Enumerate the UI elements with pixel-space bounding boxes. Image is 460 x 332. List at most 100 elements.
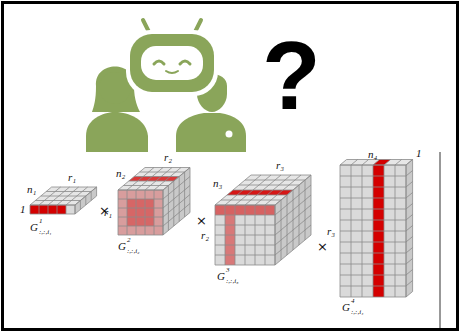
- grid-line: [145, 190, 146, 235]
- dimension-label: n₃: [213, 178, 222, 189]
- grid-line: [340, 165, 406, 166]
- grid-line: [129, 181, 174, 182]
- core-subscript: :,:,i₁: [39, 229, 52, 236]
- grid-line: [340, 209, 406, 210]
- grid-line: [215, 205, 275, 206]
- robot-face: [141, 46, 203, 80]
- core-highlight: [127, 199, 154, 226]
- grid-line: [41, 196, 86, 197]
- grid-line: [340, 160, 347, 166]
- grid-line: [406, 171, 413, 177]
- grid-line: [406, 259, 413, 265]
- grid-line: [118, 235, 163, 236]
- core-subscript: :,:,i₃: [226, 278, 239, 285]
- core-subscript: :,:,i₂: [127, 248, 140, 255]
- core-index: 3: [226, 267, 230, 274]
- core-symbol: G: [118, 241, 126, 252]
- grid-line: [406, 182, 413, 188]
- grid-line: [134, 176, 179, 177]
- core-side-face: [406, 160, 413, 298]
- grid-line: [215, 225, 275, 226]
- woman-body: [86, 112, 148, 152]
- question-mark: ?: [262, 28, 321, 124]
- grid-line: [118, 226, 163, 227]
- grid-line: [347, 159, 413, 160]
- grid-line: [239, 185, 299, 186]
- grid-line: [75, 196, 97, 214]
- core-subscript: 2: [127, 237, 131, 244]
- grid-line: [154, 190, 155, 235]
- man-body: [176, 113, 246, 152]
- dimension-label: n₄: [368, 149, 377, 160]
- dimension-label: r₁: [104, 207, 112, 218]
- core-top-face: [340, 160, 413, 166]
- grid-line: [75, 205, 76, 214]
- people-icon: [86, 20, 246, 152]
- dimension-label: n₂: [116, 168, 125, 179]
- grid-line: [340, 231, 406, 232]
- grid-line: [340, 275, 406, 276]
- robot-eye: [180, 61, 190, 64]
- grid-line: [46, 191, 91, 192]
- dimension-label: 1: [416, 148, 422, 159]
- grid-line: [406, 226, 413, 232]
- grid-line: [406, 281, 413, 287]
- grid-line: [30, 214, 75, 215]
- grid-line: [168, 186, 169, 231]
- grid-line: [221, 200, 281, 201]
- grid-line: [406, 215, 413, 221]
- grid-line: [179, 177, 180, 222]
- grid-line: [215, 245, 275, 246]
- grid-line: [215, 215, 275, 216]
- core-front-face: [340, 165, 406, 297]
- dimension-label: r₂: [164, 152, 172, 163]
- robot-head: [130, 34, 214, 92]
- grid-line: [66, 205, 67, 214]
- tensor-core: [340, 160, 413, 298]
- woman-head: [99, 72, 131, 104]
- grid-line: [163, 213, 190, 236]
- grid-line: [340, 297, 406, 298]
- grid-line: [123, 185, 168, 186]
- grid-line: [163, 168, 190, 191]
- grid-line: [118, 190, 163, 191]
- grid-line: [140, 172, 185, 173]
- core-front-face: [30, 205, 75, 214]
- grid-line: [351, 160, 358, 166]
- grid-line: [173, 181, 174, 226]
- grid-line: [245, 180, 305, 181]
- product-sign: ×: [317, 240, 328, 253]
- grid-line: [163, 168, 190, 191]
- tensor-core: [118, 168, 190, 236]
- grid-line: [163, 177, 190, 200]
- grid-line: [30, 205, 31, 214]
- grid-line: [57, 205, 58, 214]
- grid-line: [340, 264, 406, 265]
- core-highlight: [118, 190, 163, 235]
- grid-line: [406, 193, 413, 199]
- grid-line: [48, 205, 49, 214]
- dimension-label: r₃: [327, 226, 335, 237]
- figure-edge: [440, 152, 441, 328]
- grid-line: [118, 190, 163, 191]
- grid-line: [215, 205, 275, 206]
- grid-line: [373, 160, 380, 166]
- grid-line: [340, 242, 406, 243]
- core-side-face: [275, 175, 311, 265]
- grid-line: [215, 265, 275, 266]
- grid-line: [163, 195, 190, 218]
- grid-line: [340, 253, 406, 254]
- grid-line: [118, 208, 163, 209]
- dimension-label: r₂: [201, 230, 209, 241]
- grid-line: [118, 190, 119, 235]
- grid-line: [406, 160, 413, 166]
- grid-line: [340, 176, 406, 177]
- core-symbol: G: [342, 302, 350, 313]
- frame: [3, 3, 458, 330]
- grid-line: [227, 195, 287, 196]
- dimension-label: n₁: [27, 184, 36, 195]
- grid-line: [30, 205, 75, 206]
- grid-line: [215, 255, 275, 256]
